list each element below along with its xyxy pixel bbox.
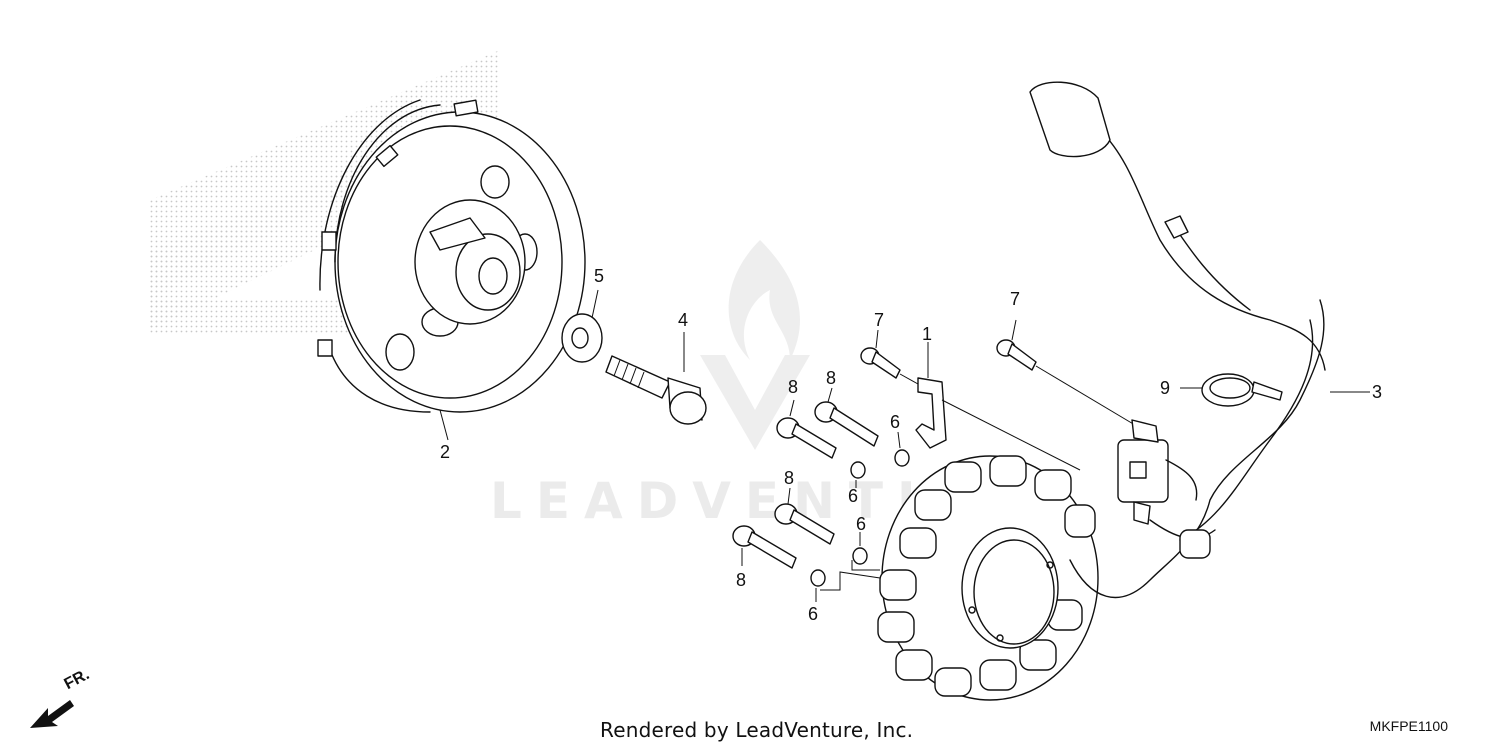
render-credit: Rendered by LeadVenture, Inc.: [600, 718, 914, 742]
washers-part-6: [810, 431, 910, 602]
bolt-part-7-left: [860, 329, 919, 385]
clamp-bracket-part-1: [915, 342, 1081, 471]
callout-2: 2: [440, 442, 450, 462]
callout-8c: 8: [784, 468, 794, 488]
washer-part-5: [561, 289, 603, 363]
watermark-logo: [700, 240, 810, 450]
front-direction-arrow: [30, 700, 74, 728]
stator-bolts-part-8: [732, 387, 879, 569]
callout-4: 4: [678, 310, 688, 330]
flywheel-bolt-part-4: [605, 332, 707, 425]
callout-3: 3: [1372, 382, 1382, 402]
callout-8a: 8: [788, 377, 798, 397]
stator-coils: [877, 455, 1096, 697]
diagram-code: MKFPE1100: [1369, 718, 1448, 734]
callout-8b: 8: [826, 368, 836, 388]
bolt-part-7-right: [996, 319, 1141, 429]
callout-5: 5: [594, 266, 604, 286]
callout-6b: 6: [848, 486, 858, 506]
flywheel-rotor: [317, 99, 586, 441]
stator-assembly: [877, 81, 1370, 701]
callouts: 1 2 3 4 5 6 6 6 6 7 7 8 8 8 8 9: [440, 266, 1382, 624]
callout-9: 9: [1160, 378, 1170, 398]
callout-7a: 7: [874, 310, 884, 330]
callout-8d: 8: [736, 570, 746, 590]
band-clamp-part-9: [1180, 373, 1283, 407]
callout-6c: 6: [856, 514, 866, 534]
callout-7b: 7: [1010, 289, 1020, 309]
callout-1: 1: [922, 324, 932, 344]
callout-6d: 6: [808, 604, 818, 624]
callout-6a: 6: [890, 412, 900, 432]
